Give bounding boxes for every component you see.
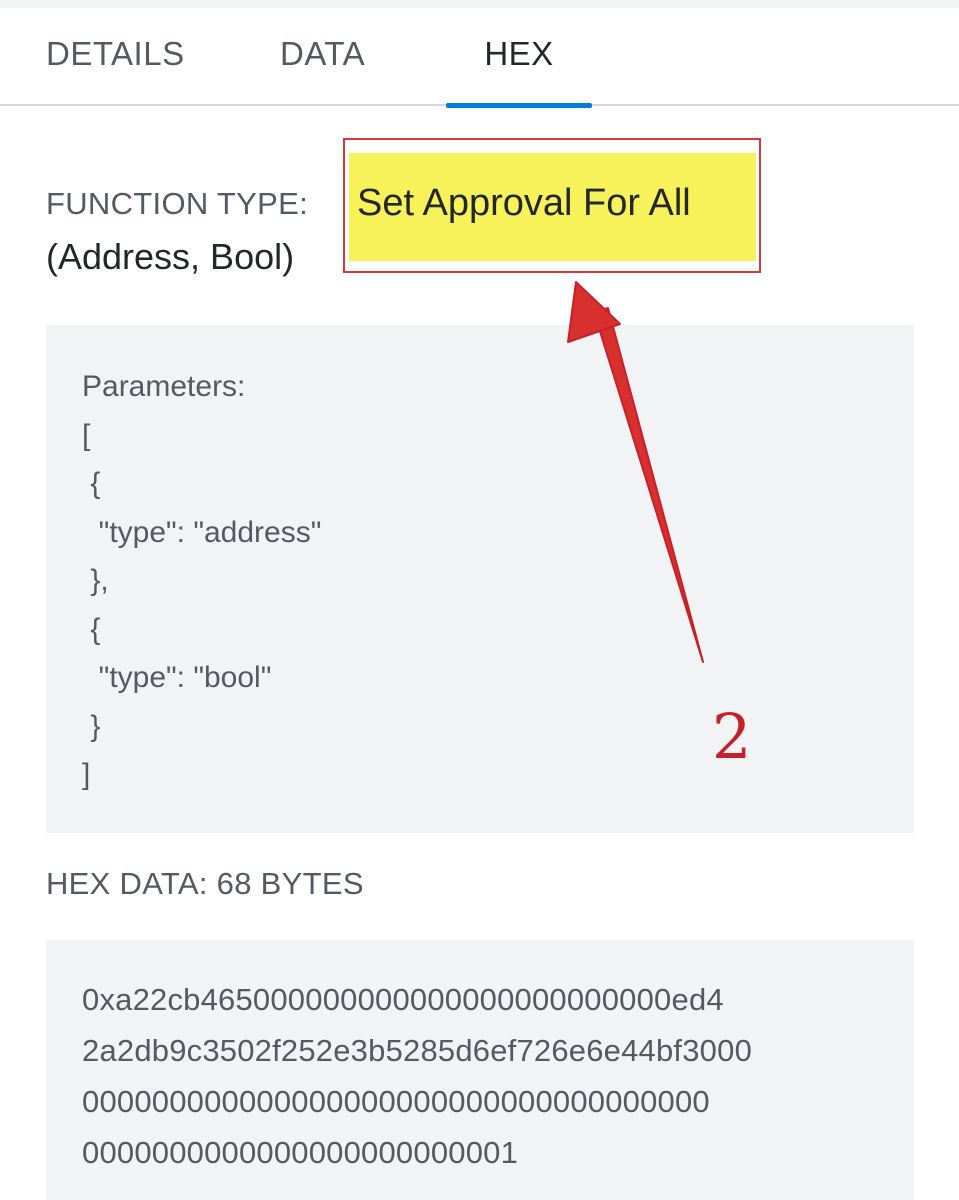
function-type-section: FUNCTION TYPE: (Address, Bool) (46, 186, 916, 277)
tab-bar: DETAILS DATA HEX (0, 8, 959, 108)
tab-data[interactable]: DATA (280, 35, 366, 72)
active-tab-indicator (446, 103, 592, 108)
tab-hex-label: HEX (484, 35, 554, 72)
top-strip (0, 0, 959, 8)
hex-data-label: HEX DATA: 68 BYTES (46, 866, 364, 901)
annotation-highlight-box (343, 138, 761, 273)
function-type-value: Set Approval For All (357, 182, 691, 224)
hex-data-line: 0000000000000000000000001 (82, 1135, 519, 1170)
function-signature: (Address, Bool) (46, 236, 295, 277)
parameters-json: Parameters: [ { "type": "address" }, { "… (82, 370, 322, 791)
annotation-number: 2 (712, 700, 752, 773)
hex-data-line: 0xa22cb465000000000000000000000000ed4 (82, 982, 724, 1017)
parameters-panel: Parameters: [ { "type": "address" }, { "… (46, 325, 914, 833)
hex-data-panel: 0xa22cb465000000000000000000000000ed4 2a… (46, 940, 914, 1200)
function-type-label: FUNCTION TYPE: (46, 186, 308, 221)
hex-data-line: 2a2db9c3502f252e3b5285d6ef726e6e44bf3000 (82, 1033, 753, 1068)
hex-data-line: 000000000000000000000000000000000000 (82, 1084, 710, 1119)
highlight-marker (349, 153, 756, 261)
tab-hex[interactable]: HEX (446, 8, 592, 108)
tab-details[interactable]: DETAILS (46, 35, 185, 72)
